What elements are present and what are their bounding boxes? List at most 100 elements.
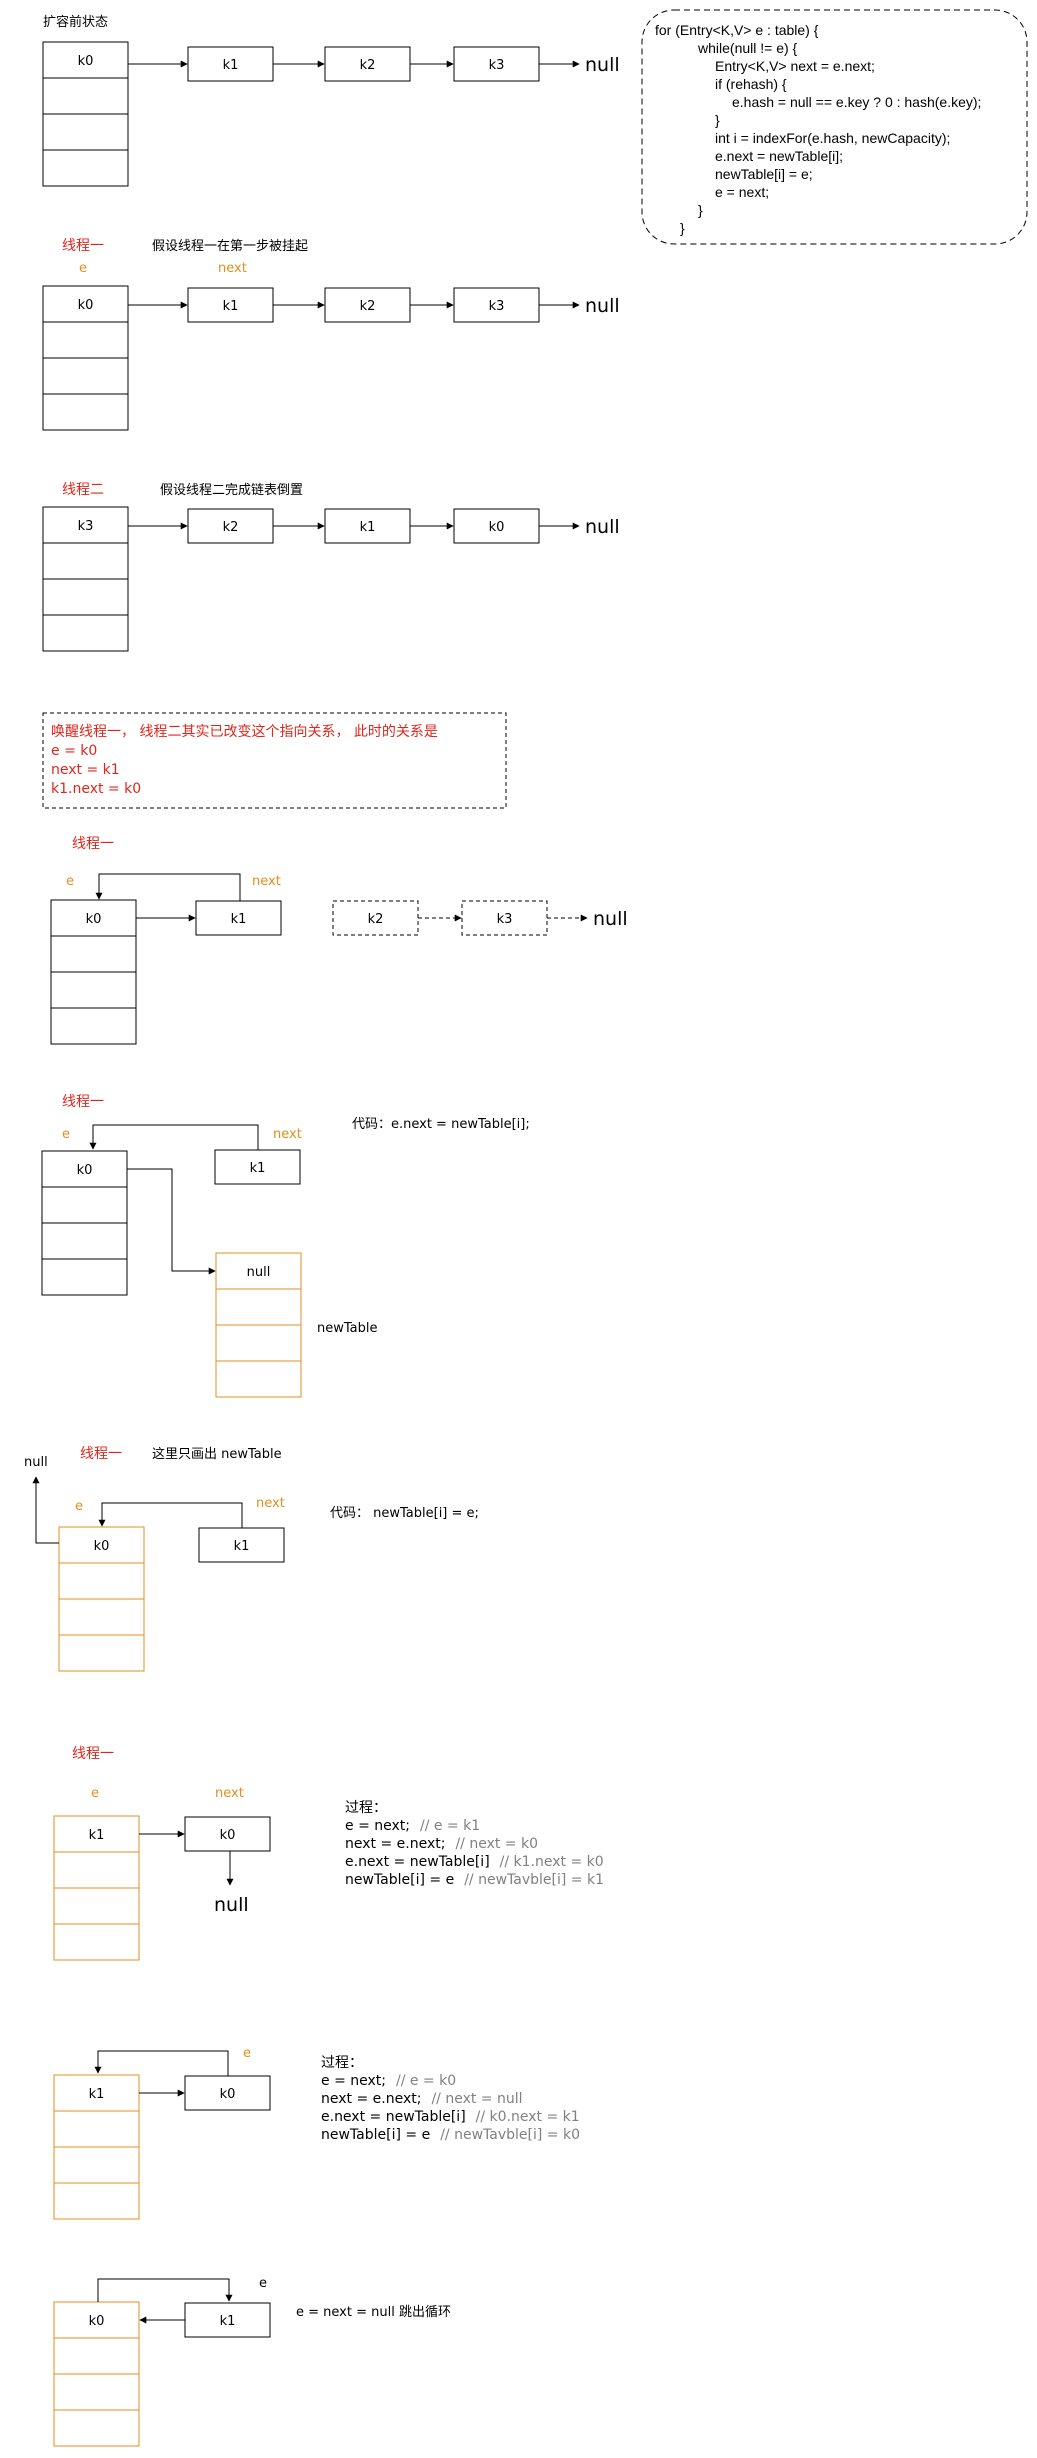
null-label: null bbox=[593, 908, 628, 930]
section-iteration-2: e k1 k0 过程： e = next;// e = k0 next = e.… bbox=[53, 2046, 580, 2220]
process-code-3: e.next = newTable[i] bbox=[321, 2109, 466, 2125]
node-k0: k0 bbox=[184, 2075, 271, 2111]
bucket-k3: k3 bbox=[78, 519, 94, 534]
null-label: null bbox=[214, 1894, 249, 1916]
svg-text:k2: k2 bbox=[368, 912, 384, 927]
code-line-1: for (Entry<K,V> e : table) { bbox=[655, 22, 819, 38]
node-k1: k1 bbox=[184, 2302, 271, 2338]
process-title: 过程： bbox=[345, 1800, 387, 1816]
process: 过程： e = next;// e = k1 next = e.next;// … bbox=[345, 1800, 604, 1888]
svg-text:k1: k1 bbox=[250, 1161, 266, 1176]
svg-text:k2: k2 bbox=[223, 520, 239, 535]
code-text: 代码： newTable[i] = e; bbox=[330, 1506, 479, 1521]
thread-label: 线程一 bbox=[72, 1746, 114, 1762]
section-loop-exit: e k0 k1 e = next = null 跳出循环 bbox=[53, 2276, 451, 2447]
note-line-4: k1.next = k0 bbox=[51, 781, 141, 797]
process: 过程： e = next;// e = k0 next = e.next;// … bbox=[321, 2055, 580, 2143]
node-k1: k1 bbox=[187, 46, 274, 82]
process-code-1: e = next; bbox=[345, 1818, 410, 1834]
e-label: e bbox=[66, 874, 74, 889]
note-line-2: e = k0 bbox=[51, 743, 97, 759]
svg-text:k1: k1 bbox=[223, 299, 239, 314]
wakeup-note: 唤醒线程一， 线程二其实已改变这个指向关系， 此时的关系是 e = k0 nex… bbox=[42, 712, 507, 809]
thread-label: 线程一 bbox=[80, 1446, 122, 1462]
svg-text:k2: k2 bbox=[360, 299, 376, 314]
next-label: next bbox=[256, 1496, 285, 1511]
svg-text:k3: k3 bbox=[489, 299, 505, 314]
section-thread1-suspended: 线程一 假设线程一在第一步被挂起 e next k0 k1 k2 k3 null bbox=[42, 238, 620, 431]
code-line-10: e = next; bbox=[715, 184, 769, 200]
node-k0: k0 bbox=[184, 1816, 271, 1852]
svg-text:k1: k1 bbox=[223, 58, 239, 73]
bucket-k0: k0 bbox=[89, 2314, 105, 2329]
process-code-4: newTable[i] = e bbox=[321, 2127, 430, 2143]
node-k3: k3 bbox=[453, 287, 540, 323]
section-thread1-wakeup: 线程一 e next k0 k1 k2 k3 null bbox=[50, 836, 628, 1045]
k0-next-arrow bbox=[94, 2050, 229, 2076]
bucket-table: k3 bbox=[42, 506, 129, 652]
process-comment-3: // k1.next = k0 bbox=[500, 1854, 604, 1870]
svg-text:newTable[i] = e// newTavble[i]: newTable[i] = e// newTavble[i] = k0 bbox=[321, 2127, 580, 2143]
node-k1: k1 bbox=[195, 900, 282, 936]
thread-label: 线程一 bbox=[62, 238, 104, 254]
e-label: e bbox=[91, 1786, 99, 1801]
svg-text:e.next = newTable[i]// k0.next: e.next = newTable[i] // k0.next = k1 bbox=[321, 2109, 580, 2125]
bucket-k1: k1 bbox=[89, 2087, 105, 2102]
section-before-resize: 扩容前状态 k0 k1 k2 k3 null bbox=[42, 14, 620, 187]
process-comment-2: // next = k0 bbox=[455, 1836, 538, 1852]
node-k1: k1 bbox=[214, 1149, 301, 1185]
svg-text:k0: k0 bbox=[489, 520, 505, 535]
svg-text:e = next;// e = k0: e = next;// e = k0 bbox=[321, 2073, 456, 2089]
section-step-enext: 线程一 e next 代码：e.next = newTable[i]; k0 k… bbox=[41, 1094, 530, 1398]
bucket-k1: k1 bbox=[89, 1828, 105, 1843]
null-label: null bbox=[585, 54, 620, 76]
process-title: 过程： bbox=[321, 2055, 363, 2071]
bucket-table: k0 bbox=[41, 1150, 128, 1296]
k1-next-arrow bbox=[95, 873, 241, 901]
e-label: e bbox=[259, 2276, 267, 2291]
null-label: null bbox=[24, 1455, 48, 1470]
note-border bbox=[42, 712, 507, 809]
bucket-table: k0 bbox=[42, 285, 129, 431]
bucket-table: k0 bbox=[53, 2301, 140, 2447]
svg-text:newTable[i] = e// newTavble[i]: newTable[i] = e// newTavble[i] = k1 bbox=[345, 1872, 604, 1888]
bucket-table: k1 bbox=[53, 1815, 140, 1961]
node-k1: k1 bbox=[187, 287, 274, 323]
code-line-5: e.hash = null == e.key ? 0 : hash(e.key)… bbox=[732, 94, 981, 110]
note-line-1: 唤醒线程一， 线程二其实已改变这个指向关系， 此时的关系是 bbox=[51, 723, 438, 740]
svg-text:k2: k2 bbox=[360, 58, 376, 73]
svg-text:k3: k3 bbox=[497, 912, 513, 927]
bucket-table: k0 bbox=[58, 1526, 145, 1672]
node-k2: k2 bbox=[187, 508, 274, 544]
code-line-6: } bbox=[715, 112, 720, 128]
code-text: 代码：e.next = newTable[i]; bbox=[352, 1117, 530, 1132]
code-line-11: } bbox=[698, 202, 703, 218]
node-k2: k2 bbox=[324, 46, 411, 82]
bucket-k0: k0 bbox=[86, 912, 102, 927]
k0-next-null-arrow bbox=[32, 1476, 59, 1544]
e-label: e bbox=[75, 1499, 83, 1514]
code-block: for (Entry<K,V> e : table) { while(null … bbox=[641, 9, 1028, 245]
next-label: next bbox=[218, 261, 247, 276]
node-k3: k3 bbox=[453, 46, 540, 82]
bucket-table: k0 bbox=[50, 899, 137, 1045]
e-label: e bbox=[62, 1127, 70, 1142]
bucket-k0: k0 bbox=[78, 298, 94, 313]
thread-label: 线程一 bbox=[72, 836, 114, 852]
thread-label: 线程一 bbox=[62, 1094, 104, 1110]
node-k1: k1 bbox=[324, 508, 411, 544]
svg-text:k1: k1 bbox=[234, 1539, 250, 1554]
section-step-newtable: null 线程一 这里只画出 newTable e next 代码： newTa… bbox=[24, 1446, 479, 1672]
svg-text:k0: k0 bbox=[220, 1828, 236, 1843]
svg-text:e.next = newTable[i]// k1.next: e.next = newTable[i]// k1.next = k0 bbox=[345, 1854, 604, 1870]
section-desc: 假设线程一在第一步被挂起 bbox=[152, 239, 308, 254]
bucket-k0: k0 bbox=[78, 54, 94, 69]
process-comment-1: // e = k0 bbox=[396, 2073, 456, 2089]
bucket-table: k1 bbox=[53, 2074, 140, 2220]
node-k1: k1 bbox=[198, 1527, 285, 1563]
process-code-4: newTable[i] = e bbox=[345, 1872, 454, 1888]
bucket-table: k0 bbox=[42, 41, 129, 187]
process-comment-3: // k0.next = k1 bbox=[476, 2109, 580, 2125]
next-label: next bbox=[215, 1786, 244, 1801]
